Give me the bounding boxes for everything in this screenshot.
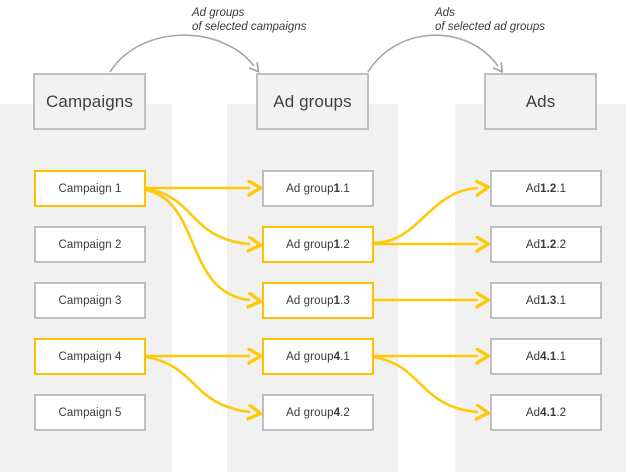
- ad-node-4-1-2[interactable]: Ad 4.1.2: [490, 394, 602, 431]
- ad-group-node-1-3-suffix: .3: [340, 294, 350, 307]
- ad-node-1-2-2-suffix: .2: [556, 238, 567, 251]
- ad-node-1-2-1-suffix: .1: [556, 182, 567, 195]
- ad-group-node-1-2-prefix: Ad group: [286, 238, 334, 251]
- ad-group-node-4-2-bold: 4: [333, 406, 341, 419]
- ad-group-node-4-2-suffix: .2: [340, 406, 350, 419]
- ad-node-1-2-1-prefix: Ad: [525, 182, 541, 195]
- ad-node-4-1-2-suffix: .2: [556, 406, 567, 419]
- ad-group-node-4-2[interactable]: Ad group 4.2: [262, 394, 374, 431]
- campaign-node-5[interactable]: Campaign 5: [34, 394, 146, 431]
- ad-node-4-1-1-prefix: Ad: [525, 350, 541, 363]
- ad-group-node-1-1-prefix: Ad group: [286, 182, 334, 195]
- ad-group-node-1-2-suffix: .2: [340, 238, 350, 251]
- column-header-ads[interactable]: Ads: [484, 73, 597, 130]
- ad-node-4-1-2-bold: 4.1: [540, 406, 557, 419]
- ad-group-node-4-1-prefix: Ad group: [286, 350, 334, 363]
- ad-node-4-1-1[interactable]: Ad 4.1.1: [490, 338, 602, 375]
- ad-groups-annotation: Ad groups of selected campaigns: [192, 6, 306, 34]
- ad-node-1-2-1[interactable]: Ad 1.2.1: [490, 170, 602, 207]
- ad-group-node-4-1[interactable]: Ad group 4.1: [262, 338, 374, 375]
- ad-group-node-1-1-bold: 1: [333, 182, 341, 195]
- campaign-node-4[interactable]: Campaign 4: [34, 338, 146, 375]
- ad-node-1-3-1-suffix: .1: [556, 294, 567, 307]
- campaign-node-2[interactable]: Campaign 2: [34, 226, 146, 263]
- ad-group-node-1-3-bold: 1: [333, 294, 341, 307]
- ad-group-node-1-2-bold: 1: [333, 238, 341, 251]
- ad-node-4-1-2-prefix: Ad: [525, 406, 541, 419]
- ad-group-node-4-1-bold: 4: [333, 350, 341, 363]
- campaign-node-5-label: Campaign 5: [58, 406, 122, 419]
- ad-node-1-2-2-prefix: Ad: [525, 238, 541, 251]
- campaign-node-2-label: Campaign 2: [58, 238, 122, 251]
- ad-group-node-1-1-suffix: .1: [340, 182, 350, 195]
- ad-groups-annotation-line1: Ad groups: [192, 7, 245, 19]
- ad-group-node-1-1[interactable]: Ad group 1.1: [262, 170, 374, 207]
- ad-group-node-1-3-prefix: Ad group: [286, 294, 334, 307]
- ad-node-4-1-1-bold: 4.1: [540, 350, 557, 363]
- campaign-node-3-label: Campaign 3: [58, 294, 122, 307]
- campaign-node-3[interactable]: Campaign 3: [34, 282, 146, 319]
- ad-node-1-3-1-bold: 1.3: [540, 294, 557, 307]
- ad-group-node-1-2[interactable]: Ad group 1.2: [262, 226, 374, 263]
- ad-node-4-1-1-suffix: .1: [556, 350, 567, 363]
- campaign-node-1-label: Campaign 1: [58, 182, 122, 195]
- ad-groups-annotation-line2: of selected campaigns: [192, 21, 307, 33]
- campaign-node-1[interactable]: Campaign 1: [34, 170, 146, 207]
- ad-node-1-2-1-bold: 1.2: [540, 182, 557, 195]
- ad-node-1-3-1[interactable]: Ad 1.3.1: [490, 282, 602, 319]
- ad-group-node-4-2-prefix: Ad group: [286, 406, 334, 419]
- ad-node-1-2-2[interactable]: Ad 1.2.2: [490, 226, 602, 263]
- ads-annotation: Ads of selected ad groups: [435, 6, 545, 34]
- ad-node-1-2-2-bold: 1.2: [540, 238, 557, 251]
- column-header-campaigns[interactable]: Campaigns: [33, 73, 146, 130]
- arrow-campaigns-to-ad-groups: [109, 34, 254, 72]
- ad-node-1-3-1-prefix: Ad: [525, 294, 541, 307]
- ads-annotation-line1: Ads: [435, 7, 455, 19]
- column-header-ad-groups[interactable]: Ad groups: [256, 73, 369, 130]
- ad-group-node-4-1-suffix: .1: [340, 350, 350, 363]
- ads-annotation-line2: of selected ad groups: [435, 21, 545, 33]
- arrow-ad-groups-to-ads: [367, 34, 498, 72]
- campaign-node-4-label: Campaign 4: [58, 350, 122, 363]
- ad-group-node-1-3[interactable]: Ad group 1.3: [262, 282, 374, 319]
